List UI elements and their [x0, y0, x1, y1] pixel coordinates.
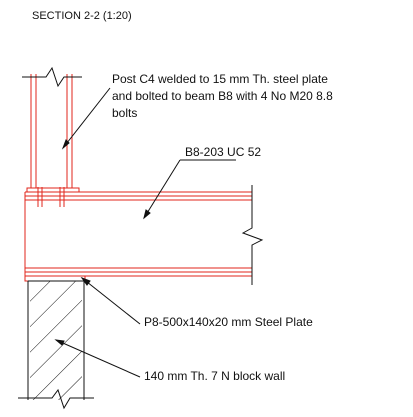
post-note-line-3: bolts — [112, 106, 137, 120]
leader-lines — [54, 87, 236, 378]
plate-note: P8-500x140x20 mm Steel Plate — [144, 315, 313, 329]
beam-b8 — [24, 191, 252, 277]
post-note-line-1: Post C4 welded to 15 mm Th. steel plate — [112, 72, 328, 86]
section-title: SECTION 2-2 (1:20) — [32, 10, 132, 22]
beam-note: B8-203 UC 52 — [185, 145, 261, 159]
post-break-line — [22, 66, 82, 88]
beam-break-line — [241, 185, 264, 285]
post-c4 — [30, 74, 73, 188]
wall-break-line — [18, 388, 94, 410]
post-note-line-2: and bolted to beam B8 with 4 No M20 8.8 — [112, 89, 333, 103]
bolt-group — [35, 187, 67, 207]
bearing-plate-p8 — [24, 275, 86, 282]
wall-note: 140 mm Th. 7 N block wall — [144, 369, 285, 383]
post-base-plate — [26, 187, 80, 193]
